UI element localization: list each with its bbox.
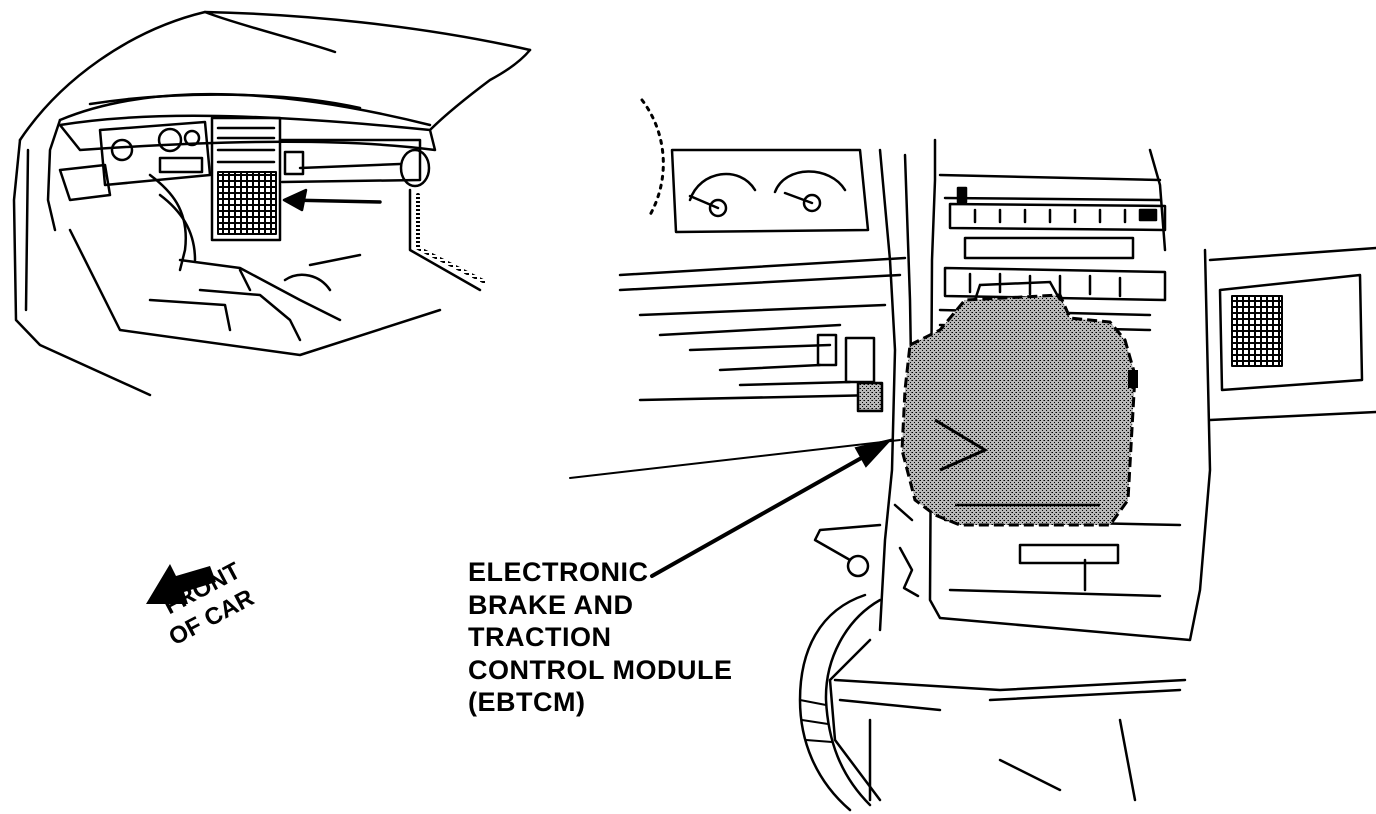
ebtcm-module — [902, 282, 1138, 525]
callout-line-5: (EBTCM) — [468, 687, 586, 717]
center-console-detail — [620, 100, 1376, 810]
callout-leader — [570, 440, 900, 576]
ebtcm-callout-label: ELECTRONIC BRAKE AND TRACTION CONTROL MO… — [468, 556, 733, 719]
callout-line-2: BRAKE AND — [468, 589, 634, 620]
callout-line-4: CONTROL MODULE — [468, 654, 733, 685]
callout-line-1: ELECTRONIC — [468, 557, 649, 587]
front-arrow-icon — [146, 564, 216, 604]
dashboard-overview-inset — [14, 12, 530, 395]
callout-line-3: TRACTION — [468, 622, 612, 652]
